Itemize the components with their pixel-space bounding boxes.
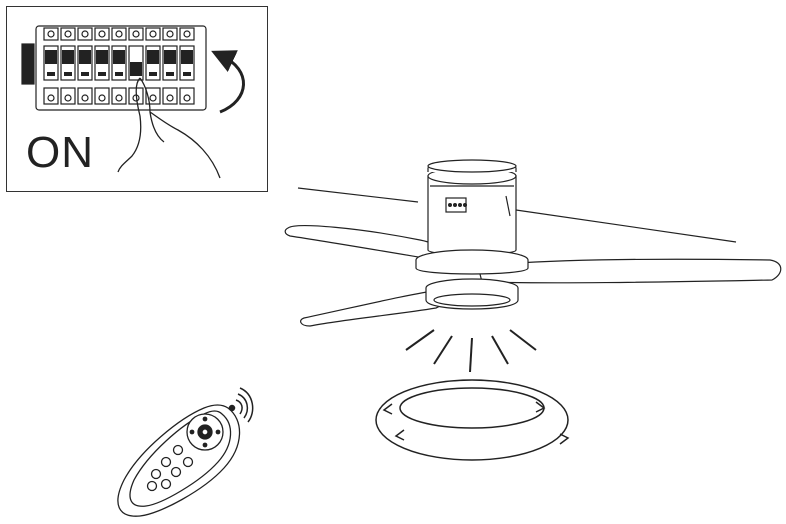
- breaker-module: [43, 27, 59, 105]
- breaker-module: [77, 27, 93, 105]
- breaker-module: [145, 27, 161, 105]
- breaker-module: [60, 27, 76, 105]
- breaker-module: [179, 27, 195, 105]
- light-rays-icon: [405, 329, 537, 373]
- rotation-arrows-icon: [375, 379, 570, 461]
- breaker-module: [94, 27, 110, 105]
- breaker-panel-icon: [21, 25, 207, 111]
- power-on-label: ON: [26, 128, 94, 177]
- hand-icon: [117, 77, 221, 179]
- breaker-module: [128, 27, 144, 105]
- remote-control-icon: [117, 404, 241, 517]
- breaker-module: [162, 27, 178, 105]
- signal-waves-icon: [228, 387, 254, 423]
- ceiling-fan-icon: [284, 159, 782, 327]
- breaker-module: [111, 27, 127, 105]
- switch-arrow-icon: [211, 50, 245, 114]
